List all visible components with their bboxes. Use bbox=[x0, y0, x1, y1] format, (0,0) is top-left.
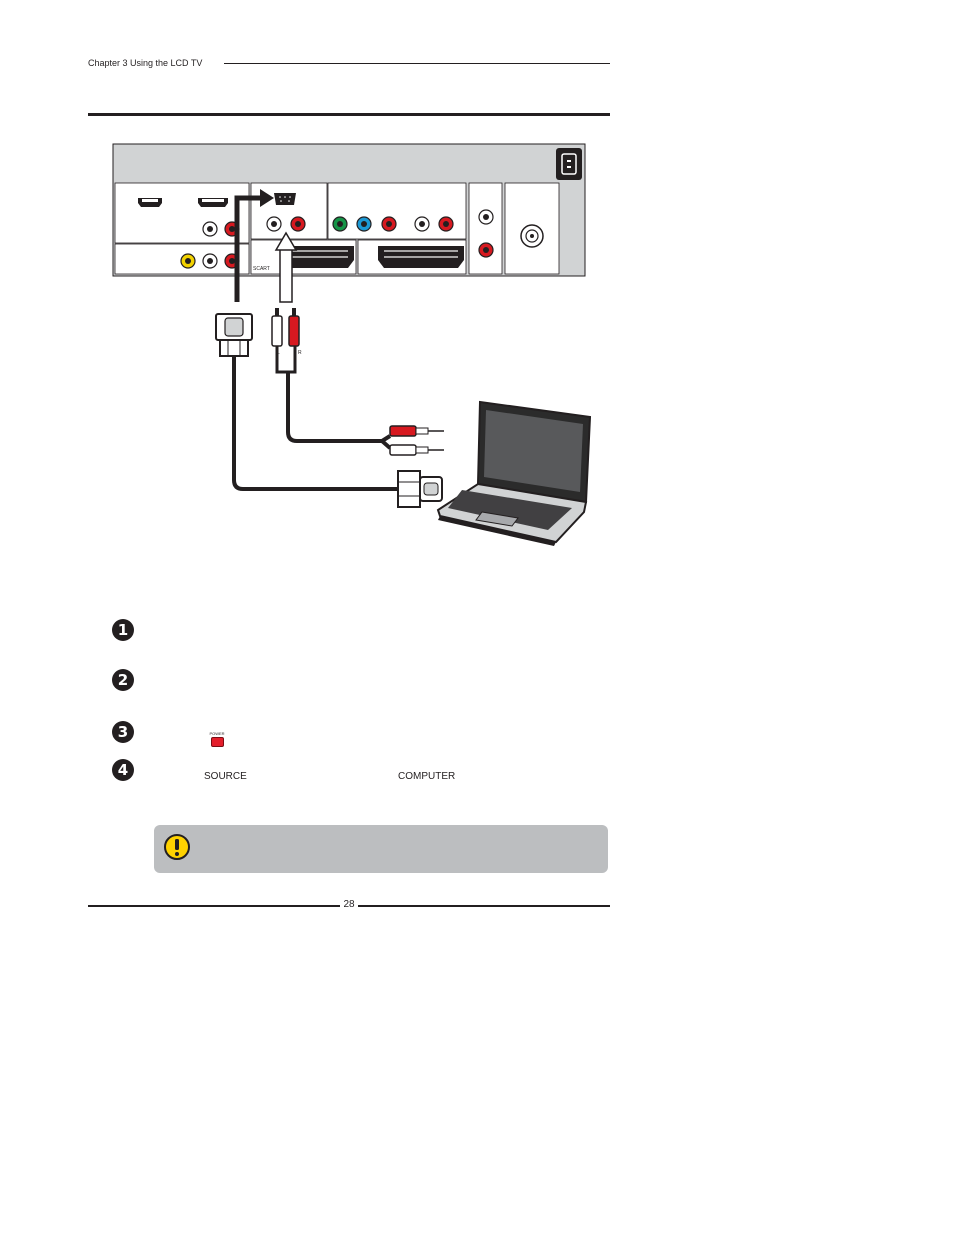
page-number: 28 bbox=[343, 899, 355, 910]
laptop-icon bbox=[436, 400, 592, 546]
footer-rule bbox=[358, 905, 610, 907]
antenna-port-icon bbox=[520, 224, 544, 248]
vga-arrow bbox=[234, 189, 274, 302]
vga-cable bbox=[232, 356, 398, 491]
audio-arrow bbox=[274, 231, 298, 303]
power-socket-icon bbox=[556, 148, 582, 180]
rca-plug-pc-icon bbox=[389, 425, 444, 456]
hdmi-port-icon bbox=[198, 198, 228, 207]
power-button-icon: POWER bbox=[209, 731, 225, 747]
section-rule bbox=[88, 113, 610, 116]
source-key-label: SOURCE bbox=[204, 771, 247, 782]
header-rule bbox=[224, 63, 610, 64]
step-number-2: 2 bbox=[112, 669, 134, 691]
scart-port-icon bbox=[378, 246, 464, 268]
scart-label: SCART bbox=[253, 266, 270, 272]
warning-icon bbox=[164, 834, 190, 860]
hdmi-port-icon bbox=[138, 198, 162, 207]
step-number-3: 3 bbox=[112, 721, 134, 743]
note-box bbox=[154, 825, 608, 873]
computer-source-label: COMPUTER bbox=[398, 771, 456, 782]
vga-plug-pc-icon bbox=[397, 470, 443, 508]
rca-plug-icon: L R bbox=[271, 308, 302, 374]
audio-cable bbox=[286, 372, 392, 443]
step-number-1: 1 bbox=[112, 619, 134, 641]
plug-label-right: R bbox=[298, 350, 302, 356]
tv-back-panel: SCART bbox=[112, 143, 586, 277]
vga-plug-icon bbox=[215, 313, 253, 357]
vga-port-icon bbox=[274, 193, 296, 205]
footer-rule bbox=[88, 905, 340, 907]
power-button-label: POWER bbox=[209, 731, 225, 736]
running-header: Chapter 3 Using the LCD TV bbox=[88, 58, 203, 68]
connection-diagram: SCART L R bbox=[112, 143, 592, 546]
scart-port-icon bbox=[286, 246, 354, 268]
step-number-4: 4 bbox=[112, 759, 134, 781]
